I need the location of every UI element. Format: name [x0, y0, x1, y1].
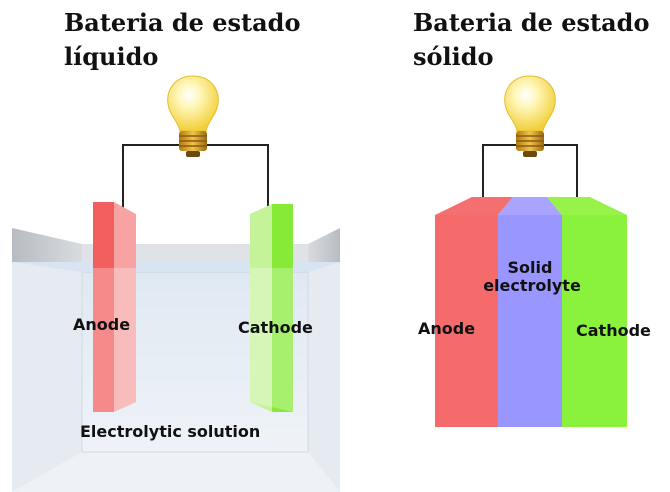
solid-cathode-top	[547, 197, 627, 215]
liquid-battery-title: Bateria de estado líquido	[64, 6, 300, 74]
liquid-title-line1: Bateria de estado	[64, 8, 301, 37]
solid-anode-top	[435, 197, 513, 215]
solid-battery: Anode Solid electrolyte Cathode	[418, 70, 651, 427]
solid-title-line1: Bateria de estado	[413, 8, 650, 37]
solid-anode-block	[435, 215, 498, 427]
solid-electrolyte-label-line1: Solid	[508, 258, 553, 277]
liquid-anode-plate	[93, 202, 136, 412]
solid-battery-title: Bateria de estado sólido	[413, 6, 649, 74]
liquid-anode-label: Anode	[73, 315, 130, 334]
liquid-battery: Anode Cathode Electrolytic solution	[12, 70, 340, 492]
liquid-cathode-plate	[250, 204, 293, 412]
liquid-cathode-label: Cathode	[238, 318, 313, 337]
solid-electrolyte-block	[498, 215, 562, 427]
solid-cathode-label: Cathode	[576, 321, 651, 340]
solid-title-line2: sólido	[413, 42, 494, 71]
solid-anode-label: Anode	[418, 319, 475, 338]
solid-electrolyte-top	[498, 197, 562, 215]
liquid-lightbulb-icon	[163, 70, 223, 157]
electrolytic-solution-label: Electrolytic solution	[80, 422, 260, 441]
solid-electrolyte-label-line2: electrolyte	[483, 276, 581, 295]
liquid-title-line2: líquido	[64, 42, 159, 71]
solid-lightbulb-icon	[500, 70, 560, 157]
solid-cathode-block	[562, 215, 627, 427]
